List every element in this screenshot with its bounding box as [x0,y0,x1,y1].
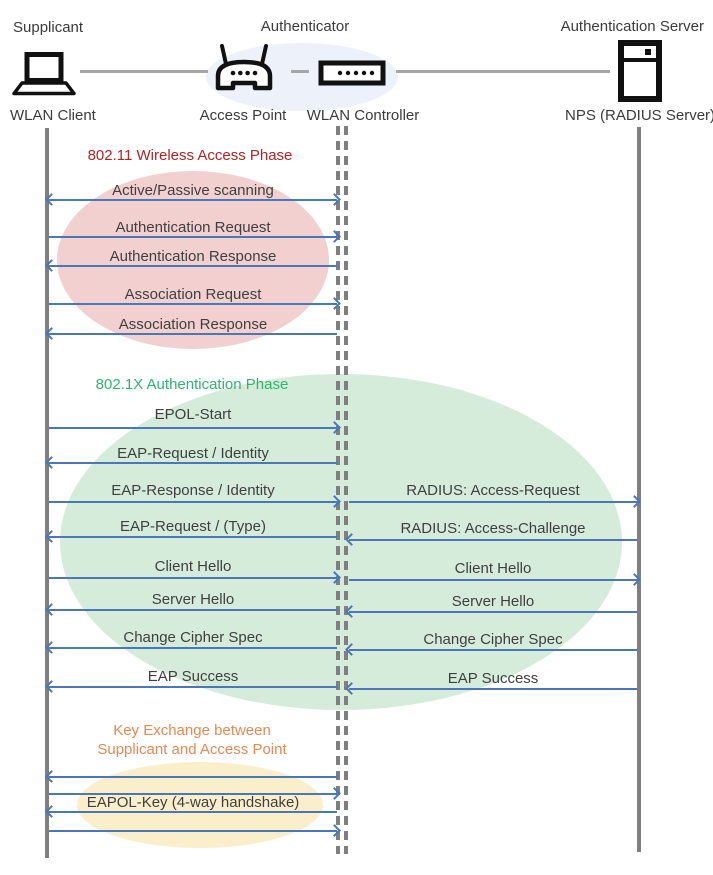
server-lifeline [637,127,641,852]
message-arrow [349,539,637,541]
key-exchange-arrow-4 [49,830,337,832]
access-point-label: Access Point [199,107,287,124]
wlan-controller-icon [318,60,386,86]
message-arrow [49,427,337,429]
connector-ap-controller [291,70,309,73]
message-arrow [49,333,337,335]
message-arrow [349,501,637,503]
message-arrow [49,686,337,688]
message-arrow [49,462,337,464]
message-label: Change Cipher Spec [123,629,263,646]
message-arrow [49,265,337,267]
message-label: Active/Passive scanning [112,182,274,199]
message-label: Client Hello [154,558,232,575]
message-label: Server Hello [151,591,235,608]
message-arrow [49,236,337,238]
message-label: Authentication Request [115,219,271,236]
wlan-controller-label: WLAN Controller [306,107,420,124]
message-label: EAP-Request / Identity [117,445,269,462]
message-arrow [49,647,337,649]
phase-title-key-line2: Supplicant and Access Point [97,741,287,758]
key-exchange-arrow-1 [49,776,337,778]
message-arrow [49,303,337,305]
message-arrow [349,649,637,651]
phase-title-wireless: 802.11 Wireless Access Phase [87,147,293,164]
phase-title-key-line1: Key Exchange between [113,722,271,739]
message-arrow [49,577,337,579]
controller-lifeline-right [344,126,348,854]
message-arrow [49,501,337,503]
nps-label: NPS (RADIUS Server) [565,107,713,124]
message-label: EAPOL-Key (4-way handshake) [86,794,300,811]
controller-lifeline-left [336,126,340,854]
phase-ellipse-auth [60,374,622,710]
supplicant-lifeline [45,128,49,858]
access-point-icon [215,44,273,91]
auth-server-role-label: Authentication Server [560,18,704,35]
message-label: Client Hello [454,560,532,577]
message-label: Authentication Response [109,248,277,265]
server-icon [618,40,662,102]
message-label: Association Request [124,286,262,303]
message-label: EPOL-Start [154,406,232,423]
supplicant-role-label: Supplicant [13,19,84,36]
message-label: Association Response [118,316,268,333]
message-arrow [49,536,337,538]
message-label: EAP Success [447,670,539,687]
message-arrow [349,579,637,581]
message-label: RADIUS: Access-Request [406,482,580,499]
message-label: EAP Success [147,668,239,685]
message-arrow [49,199,337,201]
key-exchange-arrow-2 [49,793,337,795]
message-label: RADIUS: Access-Challenge [400,520,586,537]
message-arrow [349,688,637,690]
connector-client-ap [80,70,208,73]
key-exchange-arrow-3 [49,811,337,813]
message-label: Change Cipher Spec [423,631,563,648]
wlan-client-label: WLAN Client [10,107,96,124]
message-label: Server Hello [451,593,535,610]
authenticator-role-label: Authenticator [260,18,350,35]
message-label: EAP-Request / (Type) [120,518,266,535]
message-label: EAP-Response / Identity [111,482,275,499]
laptop-icon [12,52,76,96]
connector-controller-server [396,70,610,73]
phase-title-auth: 802.1X Authentication Phase [95,376,289,393]
message-arrow [49,609,337,611]
message-arrow [349,611,637,613]
